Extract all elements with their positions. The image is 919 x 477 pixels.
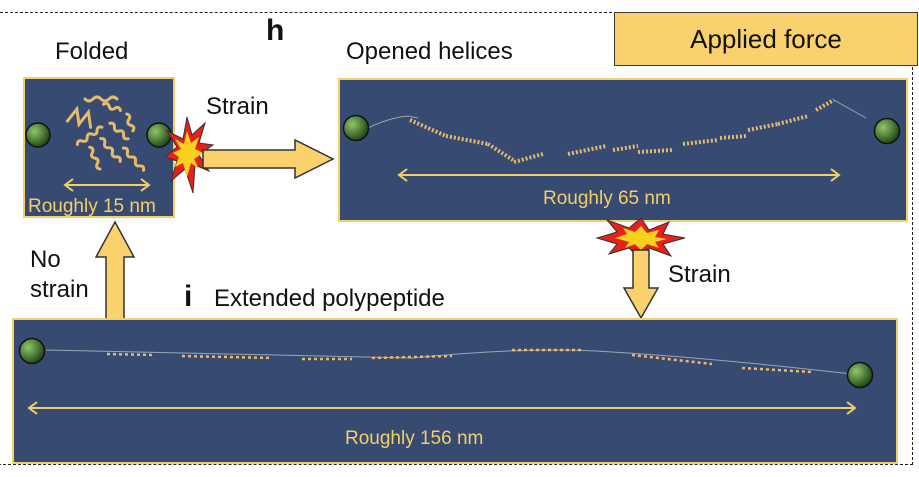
- extended-measure-label: Roughly 156 nm: [345, 428, 484, 449]
- opened-right-bead: [873, 117, 901, 145]
- opened-helices-illustration: [367, 98, 867, 164]
- no-strain-label: No strain: [30, 246, 89, 303]
- extended-polypeptide-title: Extended polypeptide: [214, 285, 445, 312]
- applied-force-label: Applied force: [690, 23, 842, 54]
- opened-measure-arrow: [397, 168, 841, 182]
- applied-force-legend: Applied force: [614, 12, 918, 66]
- extended-chain-illustration: [45, 348, 853, 375]
- folded-measure-label: Roughly 15 nm: [28, 196, 156, 217]
- strain-label-right: Strain: [668, 261, 731, 288]
- opened-helices-title: Opened helices: [346, 38, 513, 65]
- folded-left-bead: [25, 122, 51, 148]
- figure-frame: [0, 12, 913, 465]
- no-strain-arrow-up: [94, 220, 136, 321]
- extended-polypeptide-panel: [12, 318, 898, 464]
- folded-measure-arrow: [63, 178, 151, 192]
- folded-title: Folded: [55, 38, 129, 65]
- extended-right-bead: [846, 361, 874, 389]
- panel-letter-h: h: [266, 14, 285, 47]
- folded-panel: [23, 77, 175, 218]
- strain-arrow-right: [202, 138, 335, 180]
- frame-top-edge: [0, 12, 612, 13]
- strain-arrow-down: [622, 249, 660, 320]
- strain-explosion-icon-2: [595, 217, 686, 259]
- folded-protein-illustration: [65, 95, 146, 172]
- extended-left-bead: [18, 337, 46, 365]
- strain-explosion-icon: [163, 116, 215, 194]
- panel-letter-i: i: [184, 280, 193, 313]
- extended-measure-arrow: [27, 401, 857, 415]
- opened-measure-label: Roughly 65 nm: [543, 188, 671, 209]
- opened-left-bead: [342, 114, 370, 142]
- strain-label-top: Strain: [206, 93, 269, 120]
